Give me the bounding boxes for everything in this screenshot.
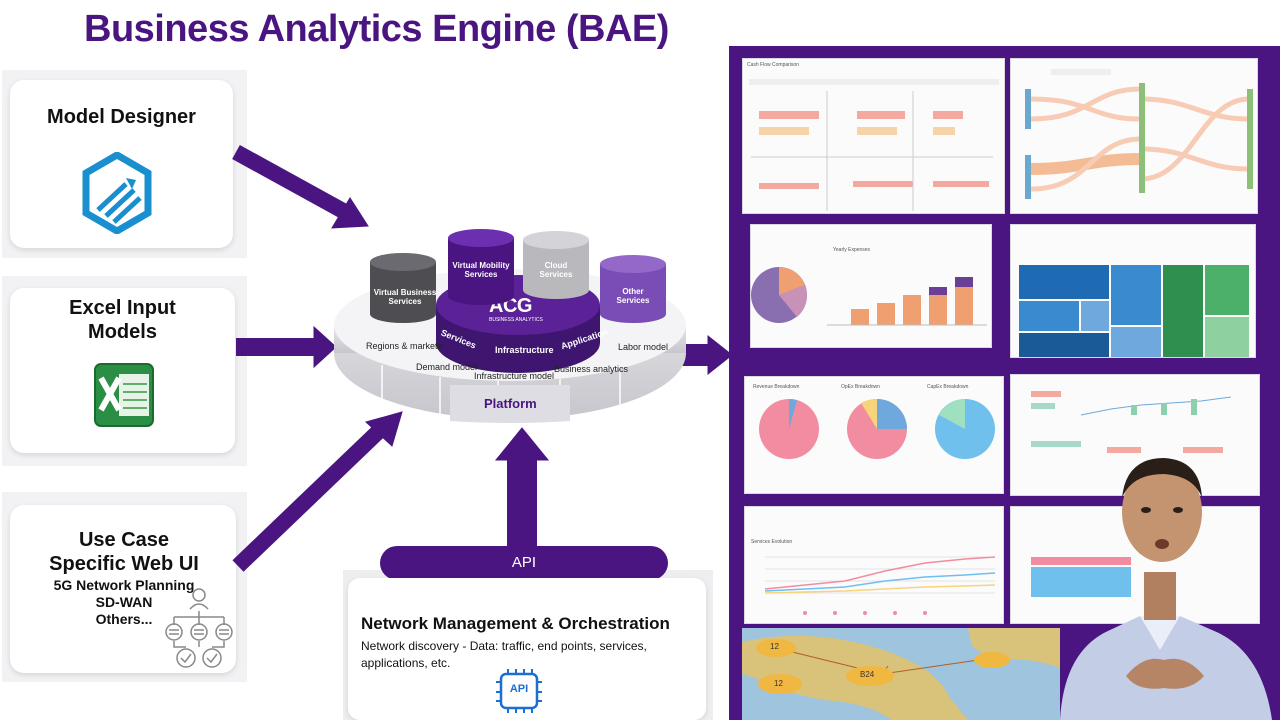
cylinder-virtual-mobility-line2: Services — [464, 270, 498, 279]
region-label: Demand model — [416, 362, 478, 372]
api-pill: API — [380, 546, 668, 580]
platform-label: Platform — [484, 396, 537, 411]
region-label: Business analytics — [554, 364, 629, 374]
sankey-chart — [1025, 69, 1253, 199]
region-label: Infrastructure model — [474, 371, 555, 381]
sankey-panel — [1010, 58, 1258, 214]
cash-flow-panel: Cash Flow Comparison — [742, 58, 1005, 214]
revenue-breakdown-title: Revenue Breakdown — [753, 384, 800, 390]
page-title: Business Analytics Engine (BAE) — [84, 8, 669, 50]
use-case-item: Others... — [95, 611, 153, 627]
nmo-title: Network Management & Orchestration — [361, 614, 670, 633]
world-map — [742, 628, 1060, 720]
services-evolution-panel: Services Evolution — [744, 506, 1004, 624]
platform-disc — [334, 269, 686, 423]
scatter-chart — [1031, 557, 1131, 597]
excel-title-line2: Models — [88, 321, 157, 343]
use-case-item: 5G Network Planning — [53, 577, 195, 593]
services-evolution-chart — [764, 556, 996, 615]
cylinder-other-line2: Services — [616, 296, 650, 305]
services-evolution-title: Services Evolution — [751, 539, 793, 545]
use-case-title-line1: Use Case — [78, 529, 170, 551]
api-chip-label: API — [509, 683, 529, 695]
acg-logo-sub: BUSINESS ANALYTICS — [489, 317, 543, 323]
use-case-item: SD-WAN — [95, 594, 153, 610]
presenter-image — [1060, 458, 1272, 720]
cash-flow-trend-chart — [1031, 391, 1232, 453]
yearly-expenses-chart — [751, 267, 987, 326]
model-designer-icon — [82, 152, 152, 234]
region-label: Labor model — [618, 342, 669, 352]
treemap-chart — [1019, 265, 1249, 357]
cylinder-other-line1: Other — [622, 287, 644, 296]
cylinder-virtual-mobility-line1: Virtual Mobility — [452, 261, 510, 270]
cylinder-cloud-line2: Services — [539, 270, 573, 279]
yearly-expenses-panel: Yearly Expenses — [750, 224, 992, 348]
map-label: 12 — [770, 642, 779, 651]
breakdown-pies — [759, 398, 995, 459]
ring-infrastructure-label: Infrastructure — [495, 345, 554, 355]
use-case-title-line2: Specific Web UI — [49, 553, 199, 575]
use-case-card: Use Case Specific Web UI 5G Network Plan… — [10, 505, 236, 673]
excel-title-line1: Excel Input — [69, 297, 176, 319]
excel-card: Excel Input Models — [10, 288, 235, 453]
map-label: B24 — [860, 670, 875, 679]
excel-icon — [94, 363, 154, 427]
nmo-description: Network discovery - Data: traffic, end p… — [361, 639, 647, 670]
treemap-panel — [1010, 224, 1256, 358]
api-chip-icon: API — [494, 668, 544, 714]
org-chart-icon — [165, 588, 233, 668]
cylinder-virtual-business-line2: Services — [388, 297, 422, 306]
breakdown-panel: Revenue Breakdown OpEx Breakdown CapEx B… — [744, 376, 1004, 494]
yearly-expenses-title: Yearly Expenses — [833, 247, 871, 253]
map-label: 12 — [774, 679, 783, 688]
map-panel: 12 12 B24 — [742, 628, 1060, 720]
opex-breakdown-title: OpEx Breakdown — [841, 384, 880, 390]
cash-flow-title: Cash Flow Comparison — [747, 62, 799, 68]
cylinder-cloud-line1: Cloud — [544, 261, 568, 270]
cylinder-virtual-business-line1: Virtual Business — [373, 288, 437, 297]
model-designer-card: Model Designer — [10, 80, 233, 248]
region-label: Regions & markets — [366, 341, 443, 351]
model-designer-title: Model Designer — [47, 106, 196, 128]
service-cylinders — [370, 229, 666, 323]
cash-flow-chart — [749, 79, 999, 211]
capex-breakdown-title: CapEx Breakdown — [927, 384, 969, 390]
nmo-card: Network Management & Orchestration Netwo… — [348, 578, 706, 720]
